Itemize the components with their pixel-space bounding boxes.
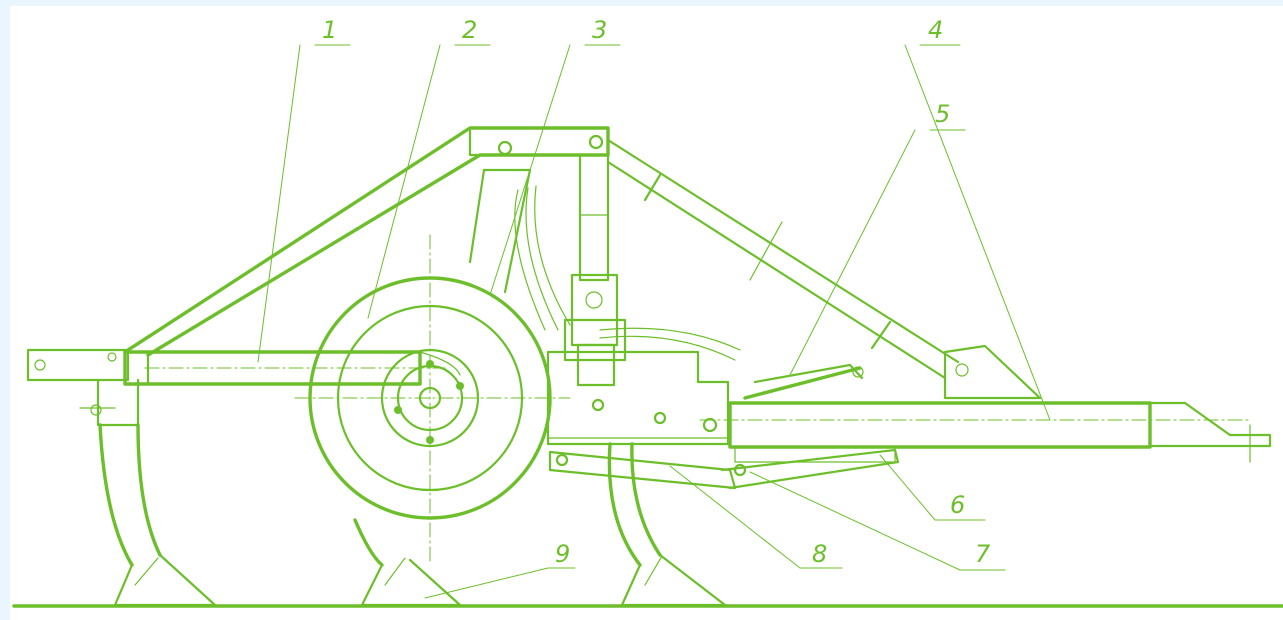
label-3: 3 <box>592 16 607 44</box>
label-7: 7 <box>975 540 991 568</box>
label-5: 5 <box>935 100 950 128</box>
spring-lever <box>743 363 864 400</box>
label-8: 8 <box>812 540 827 568</box>
label-1: 1 <box>322 16 337 44</box>
central-post <box>546 153 730 446</box>
drawing-panel <box>10 6 1283 620</box>
support-wheel <box>308 276 552 520</box>
tines <box>98 423 727 607</box>
label-4: 4 <box>928 16 943 44</box>
callout-labels: 1 2 3 4 5 6 7 8 9 <box>322 16 991 568</box>
label-9: 9 <box>555 540 570 568</box>
label-2: 2 <box>462 16 477 44</box>
front-hitch <box>26 348 140 427</box>
main-frame <box>123 126 610 357</box>
leader-lines <box>257 44 1051 599</box>
label-6: 6 <box>950 491 965 519</box>
hydraulic-cylinder <box>606 138 1042 400</box>
center-lines <box>144 234 1251 566</box>
lower-link <box>548 448 900 490</box>
